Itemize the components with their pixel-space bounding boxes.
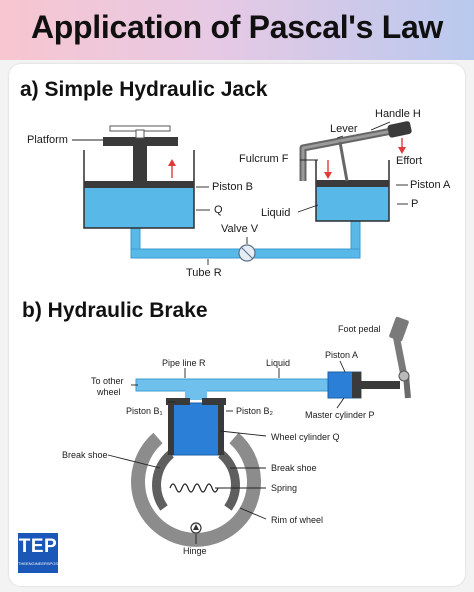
spring bbox=[169, 483, 219, 493]
foot-pedal bbox=[389, 316, 411, 399]
small-cylinder-p bbox=[315, 160, 390, 222]
label-p: P bbox=[411, 198, 419, 210]
label-effort: Effort bbox=[396, 155, 423, 167]
label-rim-of-wheel: Rim of wheel bbox=[271, 515, 324, 525]
label-piston-a: Piston A bbox=[410, 179, 451, 191]
label-wheel-cylinder-q: Wheel cylinder Q bbox=[271, 432, 340, 442]
label-liquid-b: Liquid bbox=[266, 358, 291, 368]
label-piston-b1: Piston B₁ bbox=[126, 406, 163, 416]
label-q: Q bbox=[214, 204, 223, 216]
up-arrow-icon bbox=[168, 159, 176, 178]
label-hinge: Hinge bbox=[183, 546, 207, 556]
master-cylinder-p bbox=[327, 371, 400, 399]
label-liquid: Liquid bbox=[261, 207, 291, 219]
label-to-other-wheel-2: wheel bbox=[97, 387, 121, 397]
down-arrow-icon bbox=[324, 160, 332, 179]
valve-v bbox=[238, 244, 256, 262]
label-foot-pedal: Foot pedal bbox=[338, 324, 381, 334]
label-tube-r: Tube R bbox=[186, 267, 222, 279]
page-title: Application of Pascal's Law bbox=[30, 9, 444, 45]
lever bbox=[299, 121, 412, 182]
section-b-heading: b) Hydraulic Brake bbox=[22, 299, 208, 322]
wheel-cylinder-q bbox=[166, 398, 226, 456]
hinge bbox=[190, 522, 202, 534]
piston-a bbox=[316, 180, 389, 187]
label-piston-b2: Piston B₂ bbox=[236, 406, 274, 416]
label-platform: Platform bbox=[27, 134, 68, 146]
label-piston-a-b: Piston A bbox=[325, 350, 359, 360]
pipe-line-r bbox=[135, 378, 333, 400]
label-master-cylinder-p: Master cylinder P bbox=[305, 410, 375, 420]
label-spring: Spring bbox=[271, 483, 298, 493]
label-piston-b: Piston B bbox=[212, 181, 253, 193]
label-fulcrum-f: Fulcrum F bbox=[239, 153, 289, 165]
label-valve-v: Valve V bbox=[221, 223, 259, 235]
label-pipe-line-r: Pipe line R bbox=[162, 358, 206, 368]
label-lever: Lever bbox=[330, 123, 358, 135]
label-break-shoe-right: Break shoe bbox=[271, 463, 317, 473]
title-banner bbox=[0, 0, 474, 60]
label-to-other-wheel-1: To other bbox=[91, 376, 124, 386]
effort-arrow-icon bbox=[398, 138, 406, 154]
section-a-heading: a) Simple Hydraulic Jack bbox=[20, 78, 268, 101]
tep-logo: TEP THEENGINEERSPOST.COM bbox=[18, 533, 71, 573]
leader-lines-b bbox=[107, 360, 346, 544]
logo-subtext: THEENGINEERSPOST.COM bbox=[18, 561, 71, 566]
logo-text: TEP bbox=[18, 536, 58, 557]
label-break-shoe-left: Break shoe bbox=[62, 450, 108, 460]
leader-lines-a bbox=[72, 121, 408, 265]
piston-b bbox=[84, 125, 194, 188]
label-handle-h: Handle H bbox=[375, 108, 421, 120]
brake-shoes bbox=[152, 450, 240, 511]
large-cylinder-q bbox=[83, 150, 195, 229]
